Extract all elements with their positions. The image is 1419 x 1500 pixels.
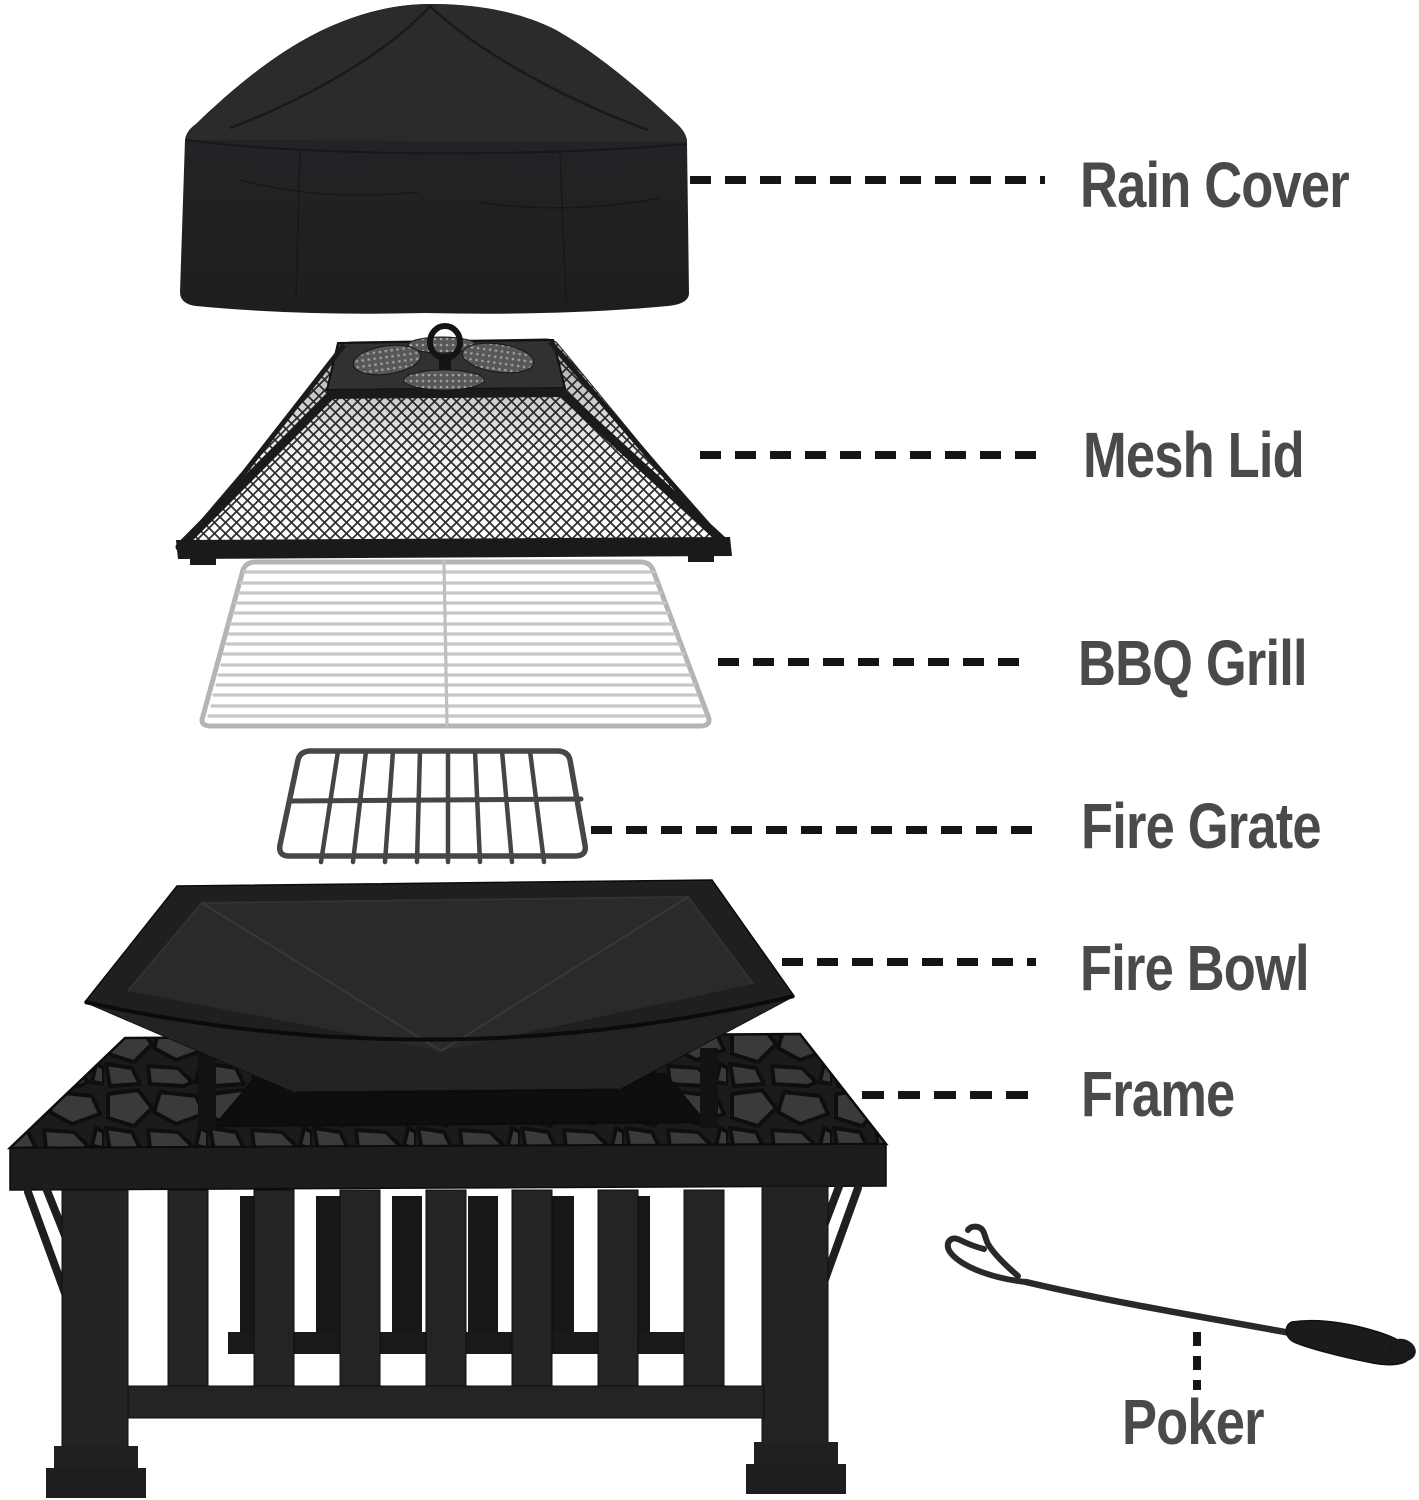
label-fire-grate: Fire Grate	[1081, 790, 1322, 862]
poker-part	[944, 1223, 1416, 1366]
frame-right-leg	[761, 1185, 829, 1453]
frame-part	[6, 1032, 889, 1498]
label-rain-cover: Rain Cover	[1080, 149, 1350, 221]
label-poker: Poker	[1122, 1386, 1265, 1458]
leader-lines	[591, 176, 1201, 1390]
lid-ring-handle	[427, 323, 463, 361]
frame-feet	[46, 1442, 846, 1498]
fire-grate-part	[276, 748, 589, 865]
frame-front-rail	[127, 1385, 765, 1419]
fire-bowl-part	[83, 879, 796, 1095]
label-frame: Frame	[1081, 1058, 1235, 1130]
frame-apron	[9, 1143, 887, 1191]
bbq-grill-part	[199, 559, 712, 729]
label-mesh-lid: Mesh Lid	[1083, 419, 1305, 491]
label-bbq-grill: BBQ Grill	[1078, 627, 1308, 699]
frame-front-slats	[167, 1189, 725, 1387]
label-fire-bowl: Fire Bowl	[1080, 932, 1310, 1004]
mesh-lid-part	[175, 323, 732, 565]
poker-handle	[1285, 1319, 1411, 1366]
frame-left-leg	[61, 1189, 129, 1457]
rain-cover-part	[180, 4, 689, 314]
lid-mesh-petals	[352, 336, 535, 391]
